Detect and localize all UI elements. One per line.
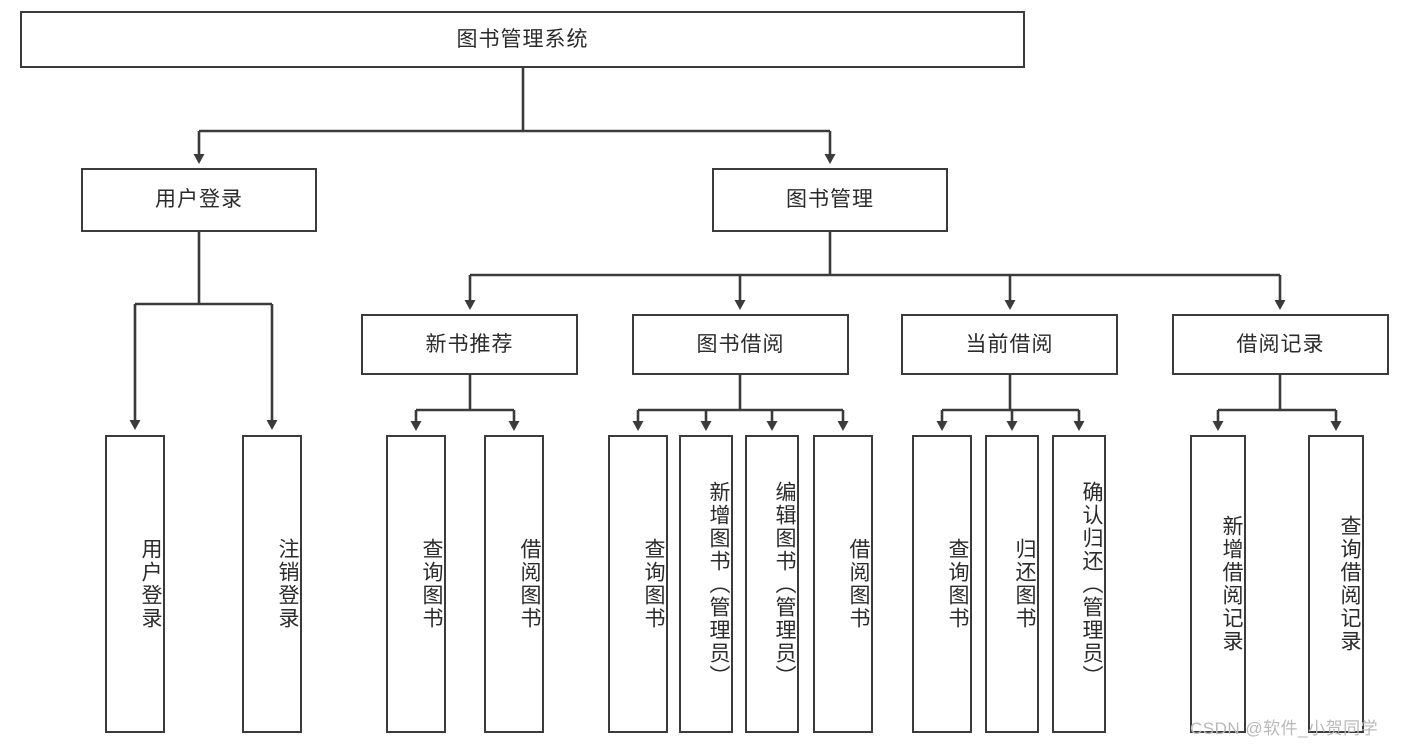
node-leaf-8[interactable]: 查询图书 (912, 435, 972, 733)
node-leaf-6[interactable]: 编辑图书（管理员） (745, 435, 799, 733)
node-leaf-2[interactable]: 查询图书 (386, 435, 446, 733)
node-leaf-12[interactable]: 查询借阅记录 (1308, 435, 1364, 733)
node-leaf-10[interactable]: 确认归还（管理员） (1052, 435, 1106, 733)
node-level2-0[interactable]: 用户登录 (81, 168, 317, 232)
node-leaf-1[interactable]: 注销登录 (242, 435, 302, 733)
node-level3-2[interactable]: 当前借阅 (901, 314, 1118, 375)
node-leaf-4[interactable]: 查询图书 (608, 435, 668, 733)
node-level3-0[interactable]: 新书推荐 (361, 314, 578, 375)
node-root[interactable]: 图书管理系统 (20, 11, 1025, 68)
node-leaf-0[interactable]: 用户登录 (105, 435, 165, 733)
node-leaf-5[interactable]: 新增图书（管理员） (679, 435, 733, 733)
node-level3-1[interactable]: 图书借阅 (632, 314, 849, 375)
node-leaf-3[interactable]: 借阅图书 (484, 435, 544, 733)
node-level3-3[interactable]: 借阅记录 (1172, 314, 1389, 375)
node-level2-1[interactable]: 图书管理 (712, 168, 948, 232)
node-leaf-7[interactable]: 借阅图书 (813, 435, 873, 733)
node-leaf-11[interactable]: 新增借阅记录 (1190, 435, 1246, 733)
node-leaf-9[interactable]: 归还图书 (985, 435, 1039, 733)
